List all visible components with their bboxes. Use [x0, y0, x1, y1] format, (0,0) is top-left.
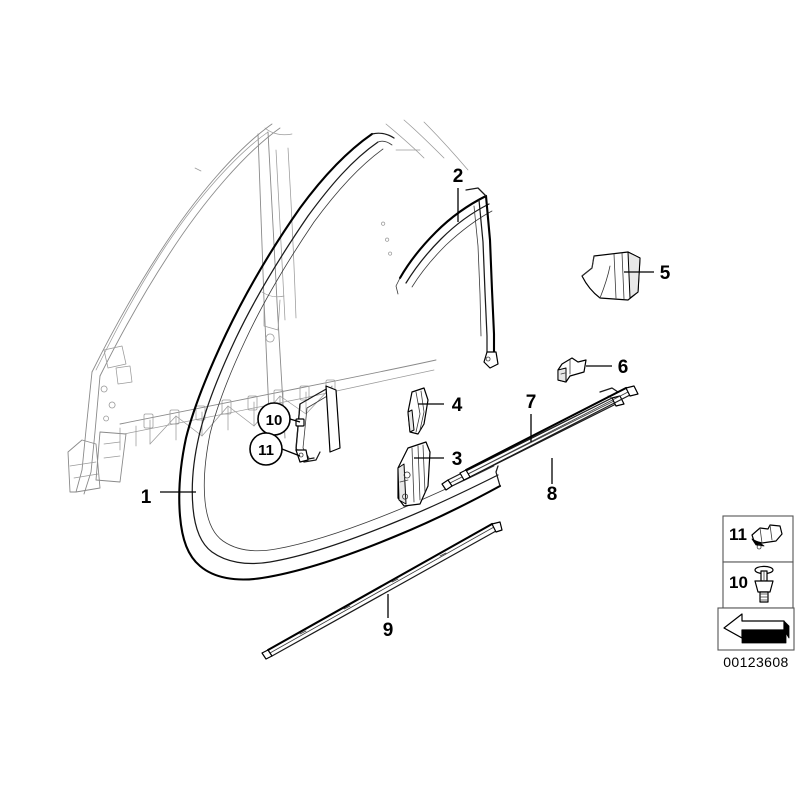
flat-clip-icon — [751, 524, 783, 550]
callout-label-3: 3 — [452, 449, 463, 470]
leader-10 — [289, 418, 301, 423]
callout-label-4: 4 — [452, 395, 463, 416]
part-5-mirror-triangle-cover — [581, 251, 641, 301]
part-2-window-frame-seal — [395, 187, 499, 369]
diagram-id: 00123608 — [723, 654, 789, 670]
callout-label-5: 5 — [660, 263, 671, 284]
part-1-door-seal-ring — [178, 132, 502, 581]
part-9-lower-door-moulding — [261, 521, 503, 660]
leader-lines — [160, 188, 654, 618]
callout-label-9: 9 — [383, 620, 394, 641]
callout-label-10: 10 — [266, 412, 283, 429]
circled-callouts — [249, 402, 291, 466]
legend-number-10: 10 — [729, 573, 748, 592]
legend-number-11: 11 — [729, 525, 747, 544]
expanding-rivet-icon — [754, 565, 774, 603]
callout-labels: 1 2 3 4 5 6 7 8 9 10 11 — [141, 166, 671, 641]
direction-arrow-icon — [723, 613, 790, 644]
part-6-small-bracket — [557, 357, 587, 383]
callout-label-7: 7 — [526, 392, 537, 413]
part-b-pillar-seal-segment — [295, 385, 341, 463]
callout-label-8: 8 — [547, 484, 558, 505]
legend-panel: 11 10 — [717, 515, 795, 670]
callout-label-1: 1 — [141, 487, 152, 508]
callout-label-2: 2 — [453, 166, 464, 187]
leader-11 — [281, 448, 301, 457]
part-4-upper-pillar-trim — [407, 387, 429, 435]
body-structure-ghost — [67, 119, 469, 495]
part-3-lower-pillar-trim — [397, 441, 431, 507]
callout-label-6: 6 — [618, 357, 629, 378]
callout-circle-11 — [249, 432, 283, 466]
callout-label-11: 11 — [258, 442, 274, 459]
part-8-inner-window-channel — [459, 385, 639, 481]
